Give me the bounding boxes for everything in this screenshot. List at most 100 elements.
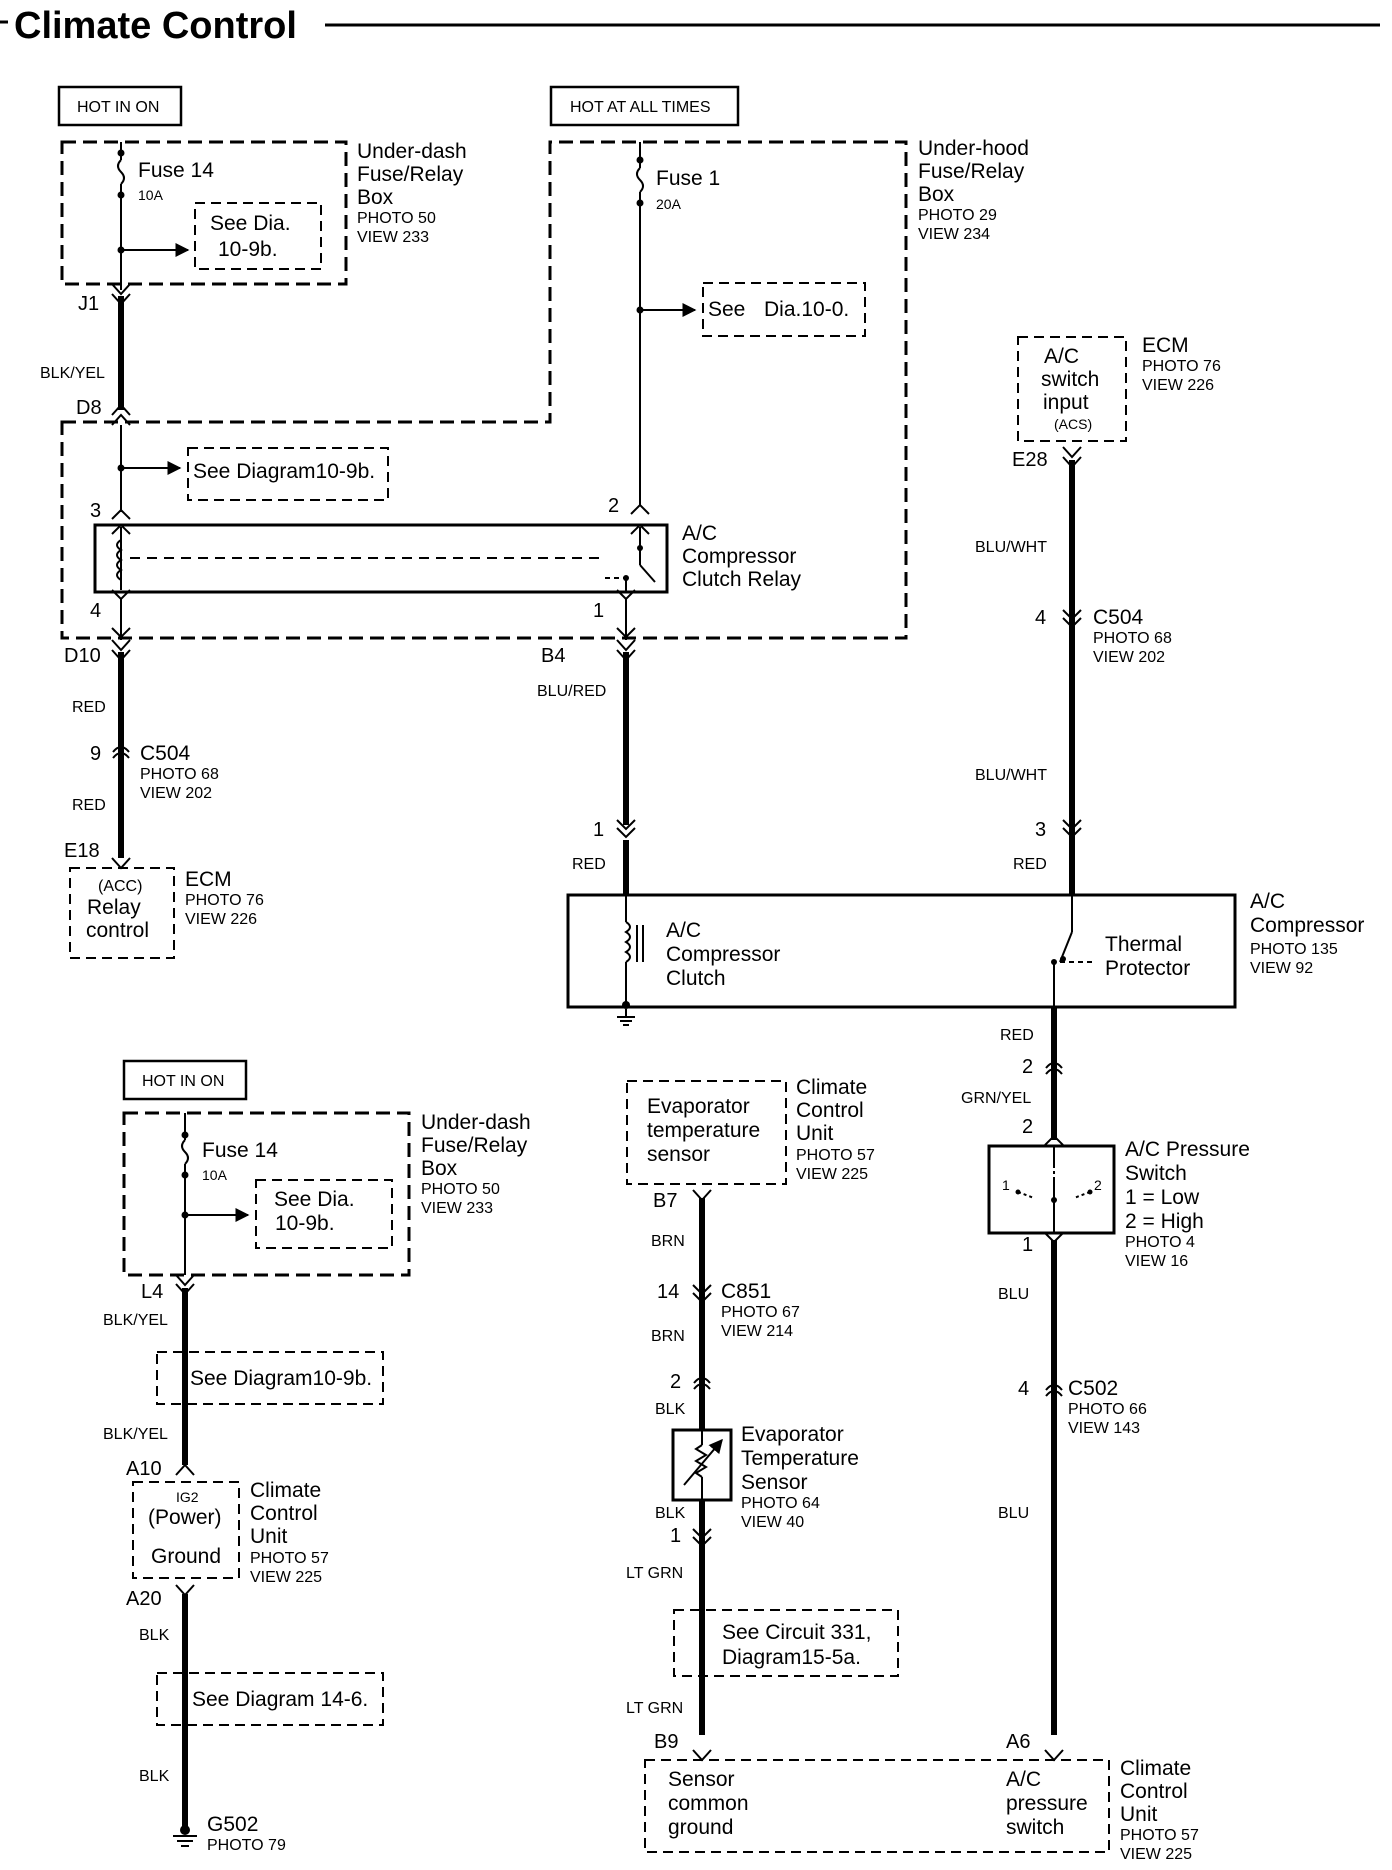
ccu-sensor-common-1: Sensor: [668, 1768, 735, 1791]
pin-b7: B7: [653, 1190, 677, 1212]
wire-label-brn-2: BRN: [651, 1328, 685, 1345]
pressure-high: 2 = High: [1125, 1210, 1204, 1233]
hot-in-on-label: HOT IN ON: [77, 99, 159, 116]
underdash-fuse-box: [60, 140, 348, 286]
ccu-evap-sensor-box: [626, 1080, 787, 1185]
ecm-relay-photo: PHOTO 76: [185, 892, 264, 909]
evap-pin-2: 2: [670, 1371, 681, 1393]
wire-label-blu-wht-2: BLU/WHT: [975, 767, 1047, 784]
evap-ccu-name-2: Control: [796, 1099, 864, 1122]
wire-label-blk-yel-2: BLK/YEL: [103, 1312, 168, 1329]
ecm-acs-line-3: input: [1043, 391, 1089, 414]
c502-photo: PHOTO 66: [1068, 1401, 1147, 1418]
pin-a20: A20: [126, 1588, 162, 1610]
ac-compressor-box: [566, 893, 1237, 1009]
ecm-acs-line-2: switch: [1041, 368, 1099, 391]
pin-d10: D10: [64, 645, 101, 667]
c504-pin-9: 9: [90, 743, 101, 765]
see-dia-10-0-label: See: [708, 298, 745, 321]
thermal-label-2: Protector: [1105, 957, 1190, 980]
see-circuit-331-box: [673, 1609, 899, 1677]
evap-sensor-view: VIEW 40: [741, 1514, 804, 1531]
wire-label-blu-2: BLU: [998, 1505, 1029, 1522]
pressure-pin-2a: 2: [1022, 1056, 1033, 1078]
pin-b4: B4: [541, 645, 565, 667]
see-diagram-10-9b-label-2: See Diagram10-9b.: [190, 1367, 372, 1390]
hot-at-all-times-box: [549, 85, 740, 127]
ecm-acs-name: ECM: [1142, 334, 1189, 357]
clutch-label-3: Clutch: [666, 967, 726, 990]
underdash-name-2: Fuse/Relay: [357, 163, 464, 186]
page-title: Climate Control: [14, 5, 297, 47]
ecm-acs-line-1: A/C: [1044, 345, 1079, 368]
ccu-bottom-view: VIEW 225: [1120, 1846, 1192, 1863]
ccu-bottom-box: [644, 1759, 1110, 1853]
underdash-view: VIEW 233: [357, 229, 429, 246]
ccu-ground-label: Ground: [151, 1545, 221, 1568]
ecm-relay-view: VIEW 226: [185, 911, 257, 928]
underhood-name-2: Fuse/Relay: [918, 160, 1025, 183]
wire-label-brn-1: BRN: [651, 1233, 685, 1250]
compressor-pin-1: 1: [593, 819, 604, 841]
c851-view: VIEW 214: [721, 1323, 793, 1340]
wire-label-blk-1: BLK: [139, 1627, 170, 1644]
wire-label-red-5: RED: [1000, 1027, 1034, 1044]
ccu-power-box: [132, 1481, 240, 1579]
underdash2-name-2: Fuse/Relay: [421, 1134, 528, 1157]
wire-label-lt-grn-2: LT GRN: [626, 1700, 683, 1717]
fuse-1-icon: [636, 167, 644, 193]
hot-in-on-box: [57, 85, 183, 127]
evap-pin-1: 1: [670, 1525, 681, 1547]
wire-label-red-3: RED: [572, 856, 606, 873]
ccu-power-photo: PHOTO 57: [250, 1550, 329, 1567]
ecm-acc-label: (ACC): [98, 878, 142, 895]
ecm-relay-label: Relay: [87, 896, 141, 919]
underdash2-name-1: Under-dash: [421, 1111, 531, 1134]
evap-ccu-view: VIEW 225: [796, 1166, 868, 1183]
underdash-name-3: Box: [357, 186, 394, 209]
relay-name-3: Clutch Relay: [682, 568, 802, 591]
evap-ccu-name-1: Climate: [796, 1076, 867, 1099]
c502-pin-4: 4: [1018, 1378, 1029, 1400]
evap-ccu-photo: PHOTO 57: [796, 1147, 875, 1164]
evap-sensor-name-2: Temperature: [741, 1447, 859, 1470]
relay-switch-icon: [639, 564, 656, 583]
ecm-control-label: control: [86, 919, 149, 942]
ccu-power-name-2: Control: [250, 1502, 318, 1525]
pressure-pos-1: 1: [1002, 1177, 1010, 1193]
wire-label-red-4: RED: [1013, 856, 1047, 873]
fuse-1-amps: 20A: [656, 196, 682, 212]
clutch-label-1: A/C: [666, 919, 701, 942]
see-circuit-331-line-2: Diagram15-5a.: [722, 1646, 861, 1669]
pin-l4: L4: [141, 1281, 163, 1303]
ccu-pressure-switch-3: switch: [1006, 1816, 1064, 1839]
underhood-photo: PHOTO 29: [918, 207, 997, 224]
compressor-view: VIEW 92: [1250, 960, 1313, 977]
pin-e18: E18: [64, 840, 100, 862]
see-circuit-331-line-1: See Circuit 331,: [722, 1621, 871, 1644]
see-dia-10-0-box: [702, 282, 866, 337]
thermal-label-1: Thermal: [1105, 933, 1182, 956]
underhood-name-1: Under-hood: [918, 137, 1029, 160]
pressure-name-1: A/C Pressure: [1125, 1138, 1250, 1161]
ccu-power-label: (Power): [148, 1506, 222, 1529]
wire-label-blk-yel: BLK/YEL: [40, 365, 105, 382]
compressor-clutch-coil-icon: [624, 921, 631, 963]
relay-pin-2: 2: [608, 495, 619, 517]
pressure-switch-contact-icon: [1017, 1191, 1035, 1199]
see-dia-label: See Dia.: [210, 212, 291, 235]
compressor-name-2: Compressor: [1250, 914, 1364, 937]
ac-pressure-switch-box: [987, 1144, 1116, 1235]
underdash2-view: VIEW 233: [421, 1200, 493, 1217]
see-diagram-10-9b-box-2: [156, 1351, 384, 1405]
fuse-14-icon: [117, 159, 125, 185]
ccu-sensor-common-3: ground: [668, 1816, 733, 1839]
c504-name-1: C504: [140, 742, 191, 765]
see-dia-label-2: See Dia.: [274, 1188, 355, 1211]
pin-d8: D8: [76, 397, 102, 419]
relay-name-1: A/C: [682, 522, 717, 545]
pressure-pin-1: 1: [1022, 1234, 1033, 1256]
ccu-bottom-name-1: Climate: [1120, 1757, 1191, 1780]
underhood-fuse-box: [60, 140, 908, 640]
pin-e28: E28: [1012, 449, 1048, 471]
